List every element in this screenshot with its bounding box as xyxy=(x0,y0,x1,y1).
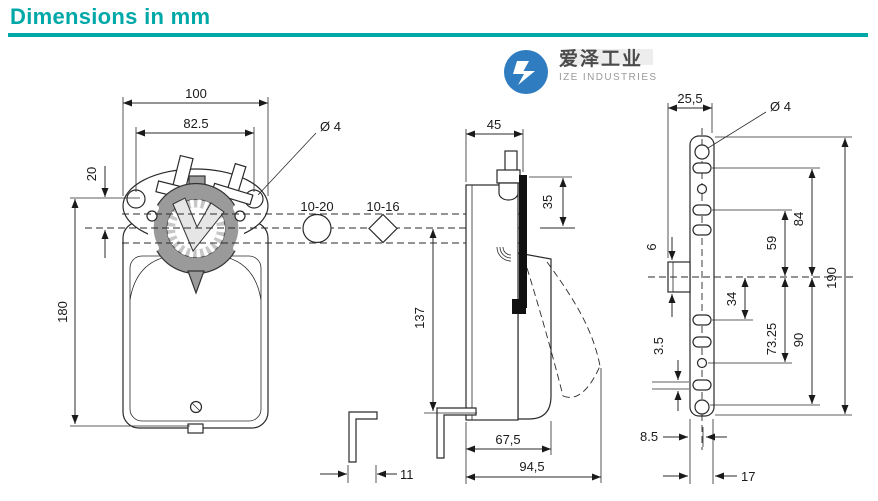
dim-25-5-label: 25,5 xyxy=(677,91,702,106)
cable-arc xyxy=(502,246,512,256)
side-terminal-stub xyxy=(504,150,518,173)
foot-bracket-attached xyxy=(436,407,477,459)
dim-20-label: 20 xyxy=(84,167,99,181)
dim-8-5-label: 8.5 xyxy=(640,429,658,444)
logo-name-cn: 爱泽工业 xyxy=(559,49,644,70)
dim-35-label: 35 xyxy=(540,195,555,209)
flange-pin-hole-right xyxy=(234,210,246,222)
dim-45-label: 45 xyxy=(487,117,501,132)
side-terminal-body xyxy=(498,182,519,201)
dim-100-label: 100 xyxy=(185,86,207,101)
dim-82-5-label: 82.5 xyxy=(183,116,208,131)
mounting-plate-foot xyxy=(512,299,526,314)
bracket-hole-dia-label: Ø 4 xyxy=(770,99,791,114)
dim-3-5-label: 3.5 xyxy=(651,337,666,355)
dim-180-label: 180 xyxy=(55,301,70,323)
logo-text: 爱泽工业 IZE INDUSTRIES xyxy=(559,49,658,83)
swung-outline xyxy=(526,267,564,397)
mounting-plate-edge xyxy=(519,175,527,308)
shaft-options: 10-20 10-16 xyxy=(300,199,400,244)
bottom-tab xyxy=(187,423,204,434)
logo-name-en: IZE INDUSTRIES xyxy=(559,71,658,83)
shaft-centerlines xyxy=(85,213,575,244)
dim-137-label: 137 xyxy=(412,307,427,329)
bracket-tab xyxy=(667,261,691,293)
logo-banner xyxy=(561,49,653,65)
square-shaft-label: 10-16 xyxy=(366,199,399,214)
square-shaft-symbol xyxy=(368,213,398,244)
dim-73-25-label: 73.25 xyxy=(764,323,779,356)
dim-90-label: 90 xyxy=(791,333,806,347)
dim-17-label: 17 xyxy=(741,469,755,484)
dim-6-label: 6 xyxy=(644,243,659,250)
swung-outline xyxy=(546,261,601,367)
title-rule xyxy=(8,33,868,37)
dim-94-5-label: 94,5 xyxy=(519,459,544,474)
cable-arc xyxy=(499,246,512,259)
dim-59-label: 59 xyxy=(764,236,779,250)
terminal-right xyxy=(210,162,254,206)
page-title: Dimensions in mm xyxy=(10,4,211,29)
foot-bracket-detail xyxy=(348,411,378,463)
logo-globe-icon xyxy=(504,50,548,94)
flange-hole-left xyxy=(126,189,146,209)
front-view: 100 82.5 20 180 Ø 4 xyxy=(55,86,341,434)
cable-arc xyxy=(496,246,512,262)
side-view: 45 35 137 67,5 94,5 11 xyxy=(320,117,602,484)
dim-190-label: 190 xyxy=(824,267,839,289)
clamp-pointer-tab xyxy=(187,270,205,295)
swung-outline xyxy=(562,365,601,398)
dim-67-5-label: 67,5 xyxy=(495,432,520,447)
dim-hole-dia-label: Ø 4 xyxy=(320,119,341,134)
clamp-indicator xyxy=(172,197,225,252)
clamp-teeth xyxy=(167,199,225,258)
dim-11-label: 11 xyxy=(400,467,414,482)
dim-34-label: 34 xyxy=(724,292,739,306)
round-shaft-label: 10-20 xyxy=(300,199,333,214)
bracket-view: 25,5 Ø 4 34 59 73.25 84 90 190 6 xyxy=(640,91,856,484)
bracket-holes xyxy=(692,144,712,415)
company-logo: 爱泽工业 IZE INDUSTRIES xyxy=(503,49,658,95)
side-body xyxy=(465,184,519,421)
side-terminal-block xyxy=(496,169,521,184)
round-shaft-symbol xyxy=(302,213,332,244)
dim-84-label: 84 xyxy=(791,212,806,226)
bottom-screw-slot xyxy=(191,402,201,412)
flange-pin-hole-left xyxy=(146,210,158,222)
